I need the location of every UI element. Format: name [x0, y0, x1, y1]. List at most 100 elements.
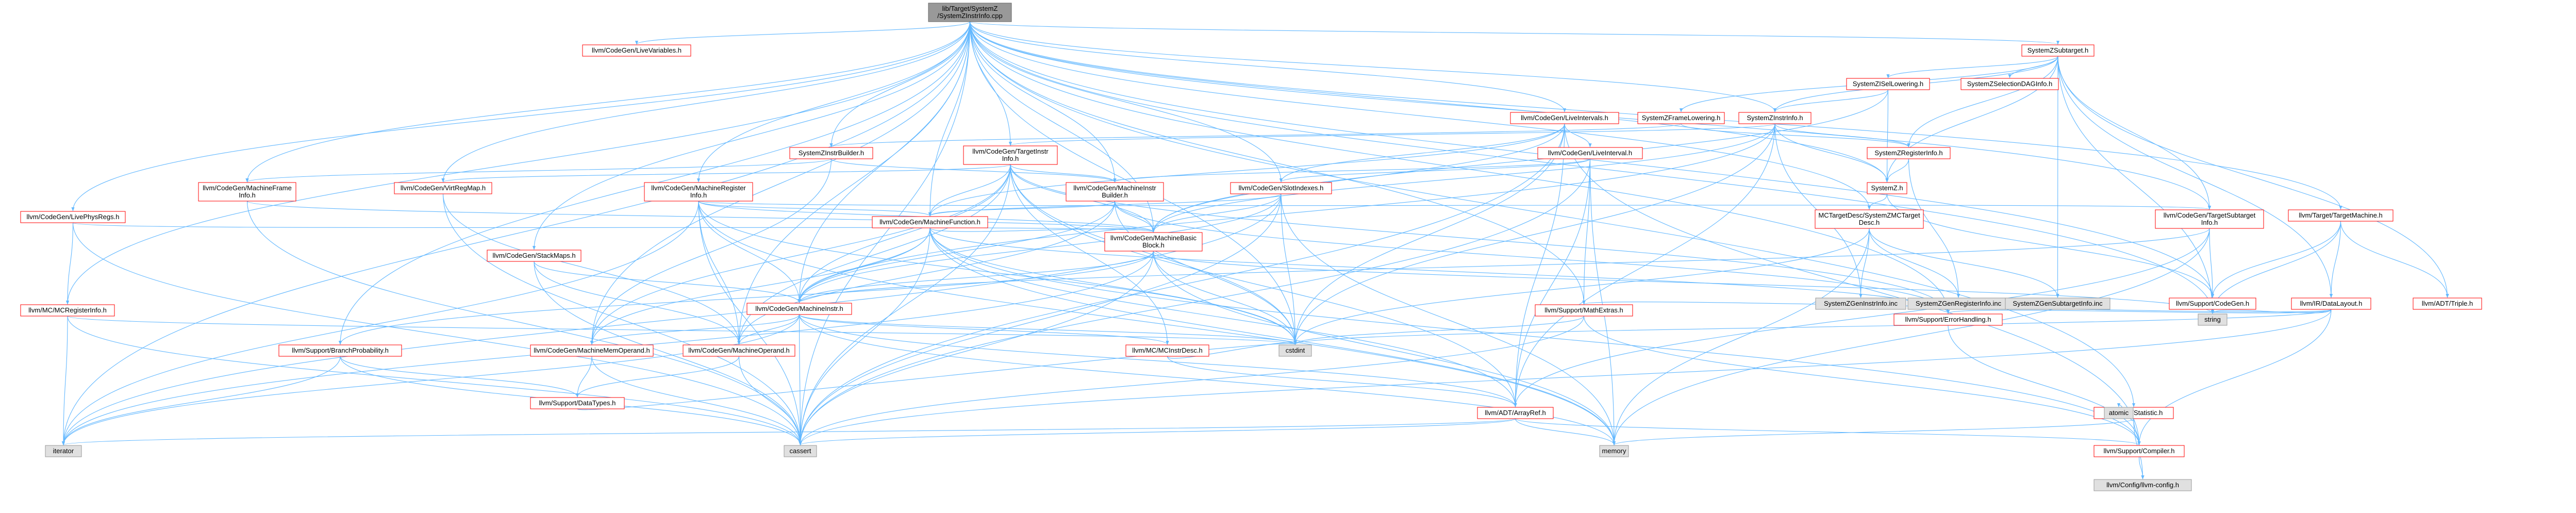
node-mi[interactable]: llvm/CodeGen/MachineInstr.h: [746, 303, 852, 315]
edge-frameLow-regInfoZ: [1681, 123, 1910, 147]
node-genSub[interactable]: SystemZGenSubtargetInfo.inc: [2005, 297, 2110, 310]
node-instrBuilderZ[interactable]: SystemZInstrBuilder.h: [789, 147, 873, 159]
node-frameLow[interactable]: SystemZFrameLowering.h: [1637, 112, 1725, 124]
node-liveInterval[interactable]: llvm/CodeGen/LiveInterval.h: [1537, 147, 1643, 159]
node-mcid[interactable]: llvm/MC/MCInstrDesc.h: [1125, 344, 1209, 357]
edge-mfi-cassert: [246, 201, 802, 445]
node-label: llvm/CodeGen/MachineOperand.h: [688, 346, 790, 354]
node-label: cstdint: [1286, 346, 1305, 354]
node-memory[interactable]: memory: [1599, 445, 1629, 457]
node-label: llvm/CodeGen/LiveVariables.h: [592, 46, 682, 54]
node-mathExtras[interactable]: llvm/Support/MathExtras.h: [1535, 304, 1633, 317]
edge-slotIdx-mbb: [1152, 193, 1282, 233]
edge-mri-mo: [698, 201, 741, 345]
node-dataTypes[interactable]: llvm/Support/DataTypes.h: [530, 397, 625, 409]
edge-tm-string: [2211, 221, 2341, 314]
edge-mri-cassert: [698, 201, 802, 445]
node-cassert[interactable]: cassert: [784, 445, 817, 457]
node-mcreg[interactable]: llvm/MC/MCRegisterInfo.h: [20, 304, 115, 317]
node-string[interactable]: string: [2198, 313, 2228, 326]
node-box: [1278, 344, 1312, 357]
edge-compiler-config: [2138, 456, 2145, 479]
edge-mf-cstdint: [929, 227, 1297, 345]
edge-slotIdx-cassert: [799, 193, 1282, 445]
node-dataLayout[interactable]: llvm/IR/DataLayout.h: [2291, 297, 2371, 310]
edge-tm-triple: [2340, 221, 2449, 298]
node-tm[interactable]: llvm/Target/TargetMachine.h: [2288, 209, 2394, 222]
node-errorHandling[interactable]: llvm/Support/ErrorHandling.h: [1893, 313, 2003, 326]
node-box: [2104, 407, 2134, 419]
edge-slotIdx-cstdint: [1281, 193, 1297, 345]
edge-mbb-cstdint: [1153, 251, 1297, 345]
edge-subtarget-tsi: [2057, 56, 2212, 210]
edge-arrayRef-compiler: [1515, 418, 2141, 445]
node-genReg[interactable]: SystemZGenRegisterInfo.inc: [1907, 297, 2009, 310]
edge-lpr-mbb: [72, 222, 1155, 233]
edge-mri-mi: [698, 201, 801, 303]
edge-instrInfoH-cstdint: [1293, 123, 1775, 345]
edge-root-instrInfoH: [969, 21, 1776, 112]
node-label: string: [2204, 316, 2221, 323]
edge-mcdesc-genSub: [1869, 228, 2059, 298]
edge-mib-mf: [928, 201, 1116, 217]
edge-mi-arrayRef: [799, 314, 1517, 407]
node-lpr[interactable]: llvm/CodeGen/LivePhysRegs.h: [20, 211, 126, 223]
node-genInstr[interactable]: SystemZGenInstrInfo.inc: [1815, 297, 1906, 310]
node-box: [789, 147, 873, 159]
node-root[interactable]: lib/Target/SystemZ/SystemZInstrInfo.cpp: [928, 3, 1012, 22]
node-selLow[interactable]: SystemZISelLowering.h: [1846, 78, 1930, 90]
node-label: atomic: [2109, 409, 2129, 417]
edge-mf-cassert: [799, 227, 930, 445]
node-iterator[interactable]: iterator: [45, 445, 82, 457]
edge-instrInfoH-systemzH: [1774, 123, 1889, 183]
edge-liveInterval-arrayRef: [1514, 158, 1591, 407]
node-box: [963, 145, 1058, 165]
node-mo[interactable]: llvm/CodeGen/MachineOperand.h: [683, 344, 795, 357]
node-subtarget[interactable]: SystemZSubtarget.h: [2021, 44, 2095, 57]
node-box: [394, 182, 492, 194]
node-systemzH[interactable]: SystemZ.h: [1867, 182, 1907, 194]
edge-liveInterval-mib: [1113, 158, 1591, 183]
node-selDAG[interactable]: SystemZSelectionDAGInfo.h: [1960, 78, 2059, 90]
node-box: [746, 303, 852, 315]
node-regInfoZ[interactable]: SystemZRegisterInfo.h: [1867, 147, 1951, 159]
node-mf[interactable]: llvm/CodeGen/MachineFunction.h: [872, 216, 988, 228]
node-slotIdx[interactable]: llvm/CodeGen/SlotIndexes.h: [1230, 182, 1332, 194]
node-config[interactable]: llvm/Config/llvm-config.h: [2093, 479, 2192, 491]
node-label: llvm/Support/ErrorHandling.h: [1905, 316, 1991, 323]
node-box: [1599, 445, 1629, 457]
edge-root-systemzH: [969, 21, 1889, 183]
node-vrm[interactable]: llvm/CodeGen/VirtRegMap.h: [394, 182, 492, 194]
node-stackMaps[interactable]: llvm/CodeGen/StackMaps.h: [487, 250, 581, 262]
node-box: [198, 182, 296, 202]
node-branchProb[interactable]: llvm/Support/BranchProbability.h: [278, 344, 402, 357]
node-triple[interactable]: llvm/ADT/Triple.h: [2413, 297, 2482, 310]
node-compiler[interactable]: llvm/Support/Compiler.h: [2093, 445, 2185, 457]
node-mmo[interactable]: llvm/CodeGen/MachineMemOperand.h: [530, 344, 654, 357]
edge-root-iterator: [61, 21, 971, 445]
edge-instrBuilderZ-mmo: [590, 158, 832, 345]
node-codeGenH[interactable]: llvm/Support/CodeGen.h: [2169, 297, 2256, 310]
edge-mri-cstdint: [698, 201, 1297, 345]
edge-mmo-dataTypes: [575, 356, 592, 398]
node-box: [2093, 445, 2185, 457]
edge-mib-errorHandling: [1114, 201, 1950, 314]
node-label: Block.h: [1142, 241, 1165, 249]
node-atomic[interactable]: atomic: [2104, 407, 2134, 419]
edge-subtarget-systemzH: [1885, 56, 2058, 183]
node-label: llvm/CodeGen/MachineRegister: [651, 184, 746, 192]
node-lvar[interactable]: llvm/CodeGen/LiveVariables.h: [582, 44, 691, 57]
node-liveInt[interactable]: llvm/CodeGen/LiveIntervals.h: [1510, 112, 1619, 124]
node-instrInfoH[interactable]: SystemZInstrInfo.h: [1738, 112, 1811, 124]
node-box: [530, 397, 625, 409]
node-cstdint[interactable]: cstdint: [1278, 344, 1312, 357]
node-arrayRef[interactable]: llvm/ADT/ArrayRef.h: [1477, 407, 1554, 419]
edge-mi-cstdint: [799, 314, 1297, 345]
